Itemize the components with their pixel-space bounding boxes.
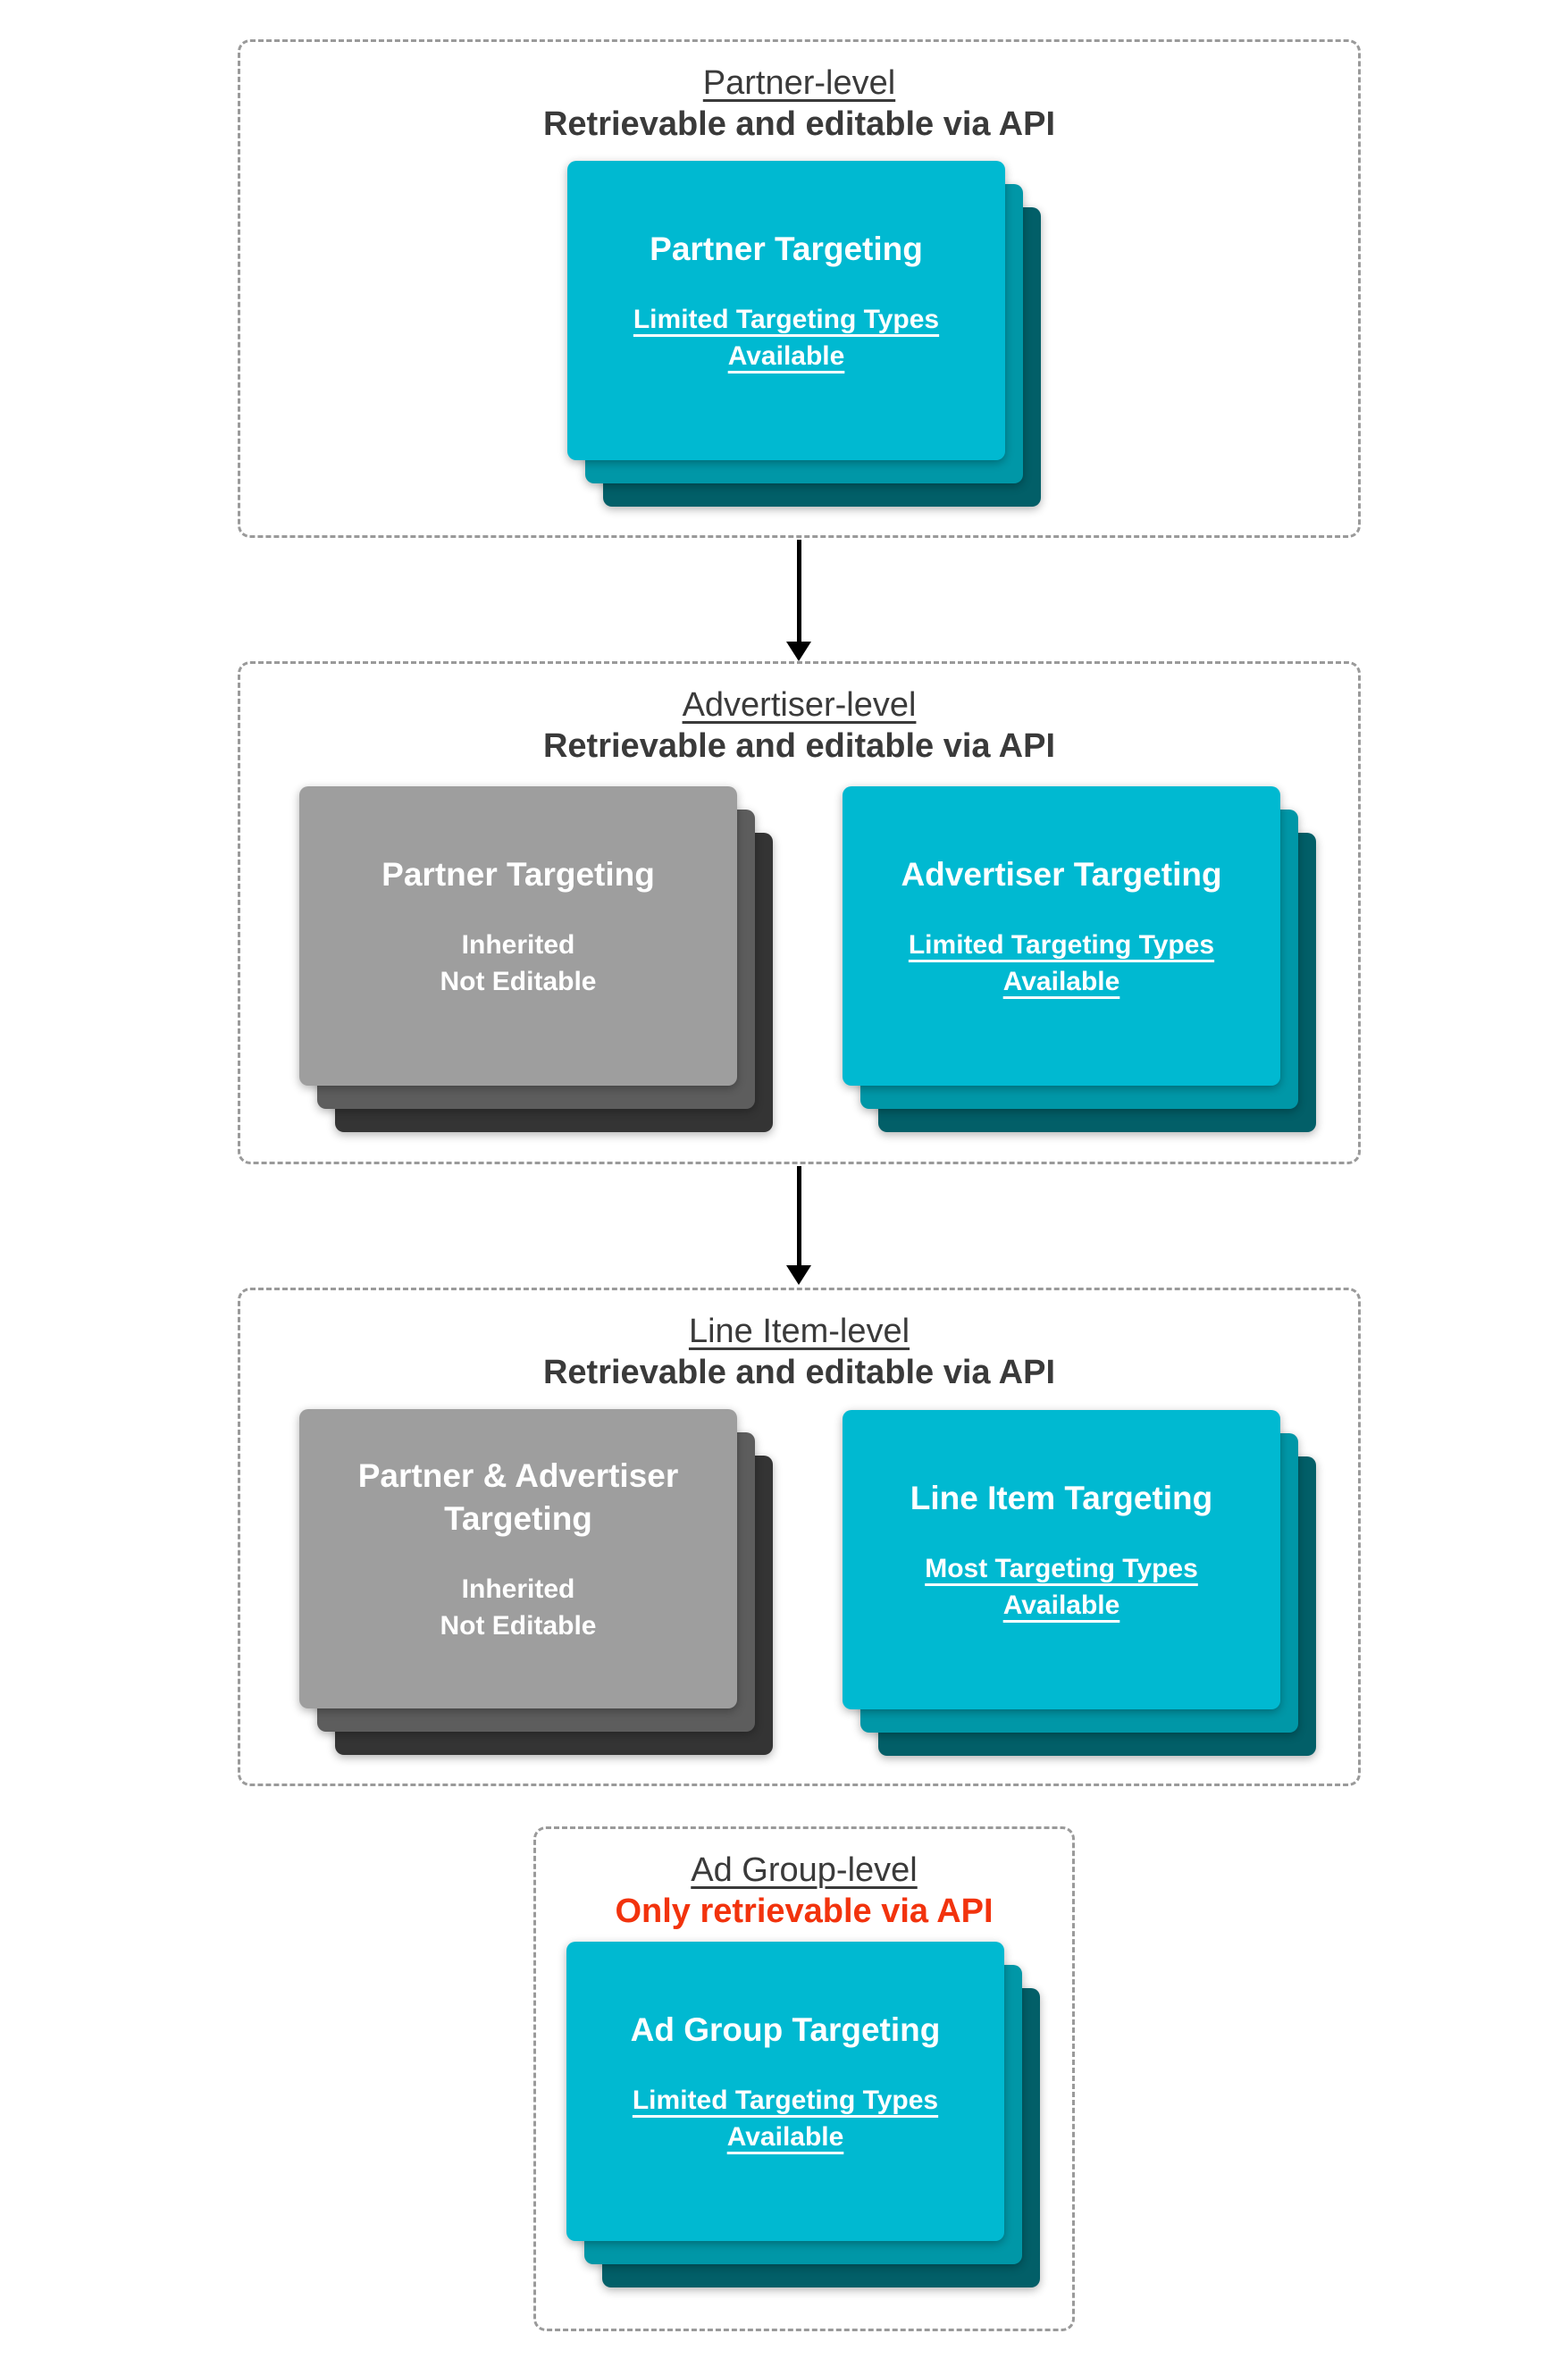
card-face: Ad Group Targeting Limited Targeting Typ… [566, 1942, 1004, 2241]
card-subtitle-line: Inherited [461, 1574, 575, 1604]
card-partner-advertiser-targeting-inherited: Partner & Advertiser Targeting Inherited… [299, 1409, 773, 1755]
section-line-item-level: Line Item-level Retrievable and editable… [238, 1288, 1361, 1786]
card-subtitle: Limited Targeting Types Available [908, 929, 1215, 996]
card-heading: Line Item Targeting [910, 1479, 1213, 1516]
card-partner-targeting-inherited: Partner Targeting Inherited Not Editable [299, 786, 773, 1132]
card-subtitle-line: Not Editable [440, 966, 597, 996]
card-subtitle-line: Inherited [461, 929, 575, 960]
arrow-line [796, 540, 801, 643]
advertiser-level-subtitle: Retrievable and editable via API [542, 727, 1056, 765]
card-face: Line Item Targeting Most Targeting Types… [843, 1410, 1280, 1709]
card-subtitle: Limited Targeting Types Available [633, 304, 940, 371]
card-subtitle-line: Not Editable [440, 1610, 597, 1641]
line-item-level-title: Line Item-level [688, 1313, 910, 1350]
card-face: Partner Targeting Limited Targeting Type… [567, 161, 1005, 460]
ad-group-level-title: Ad Group-level [691, 1851, 918, 1889]
card-advertiser-targeting: Advertiser Targeting Limited Targeting T… [843, 786, 1316, 1132]
card-heading: Advertiser Targeting [901, 855, 1222, 893]
card-content: Ad Group Targeting Limited Targeting Typ… [566, 1942, 1004, 2241]
card-face: Advertiser Targeting Limited Targeting T… [843, 786, 1280, 1086]
arrow-advertiser-to-lineitem [786, 1166, 811, 1285]
arrow-line [796, 1166, 801, 1267]
card-subtitle: Limited Targeting Types Available [632, 2085, 939, 2152]
card-content: Partner Targeting Inherited Not Editable [299, 786, 737, 1086]
card-heading: Partner Targeting [650, 230, 923, 267]
ad-group-level-subtitle: Only retrievable via API [615, 1893, 994, 1930]
card-ad-group-targeting: Ad Group Targeting Limited Targeting Typ… [566, 1942, 1040, 2287]
section-advertiser-level: Advertiser-level Retrievable and editabl… [238, 661, 1361, 1164]
card-line-item-targeting: Line Item Targeting Most Targeting Types… [843, 1410, 1316, 1756]
card-heading: Ad Group Targeting [630, 2010, 941, 2048]
line-item-level-subtitle: Retrievable and editable via API [542, 1354, 1056, 1391]
partner-level-title: Partner-level [702, 64, 896, 102]
arrow-partner-to-advertiser [786, 540, 811, 661]
arrow-head-icon [786, 1265, 811, 1285]
card-content: Advertiser Targeting Limited Targeting T… [843, 786, 1280, 1086]
card-heading: Partner Targeting [382, 855, 655, 893]
card-face: Partner & Advertiser Targeting Inherited… [299, 1409, 737, 1708]
card-subtitle: Most Targeting Types Available [925, 1553, 1198, 1620]
card-content: Line Item Targeting Most Targeting Types… [843, 1410, 1280, 1709]
card-content: Partner Targeting Limited Targeting Type… [567, 161, 1005, 460]
advertiser-level-title: Advertiser-level [682, 686, 917, 724]
partner-level-subtitle: Retrievable and editable via API [542, 105, 1056, 143]
card-face: Partner Targeting Inherited Not Editable [299, 786, 737, 1086]
card-heading: Partner & Advertiser Targeting [357, 1456, 679, 1537]
arrow-head-icon [786, 642, 811, 661]
section-ad-group-level: Ad Group-level Only retrievable via API [533, 1826, 1075, 2331]
card-content: Partner & Advertiser Targeting Inherited… [299, 1409, 737, 1708]
card-partner-targeting: Partner Targeting Limited Targeting Type… [567, 161, 1041, 507]
section-partner-level: Partner-level Retrievable and editable v… [238, 39, 1361, 538]
